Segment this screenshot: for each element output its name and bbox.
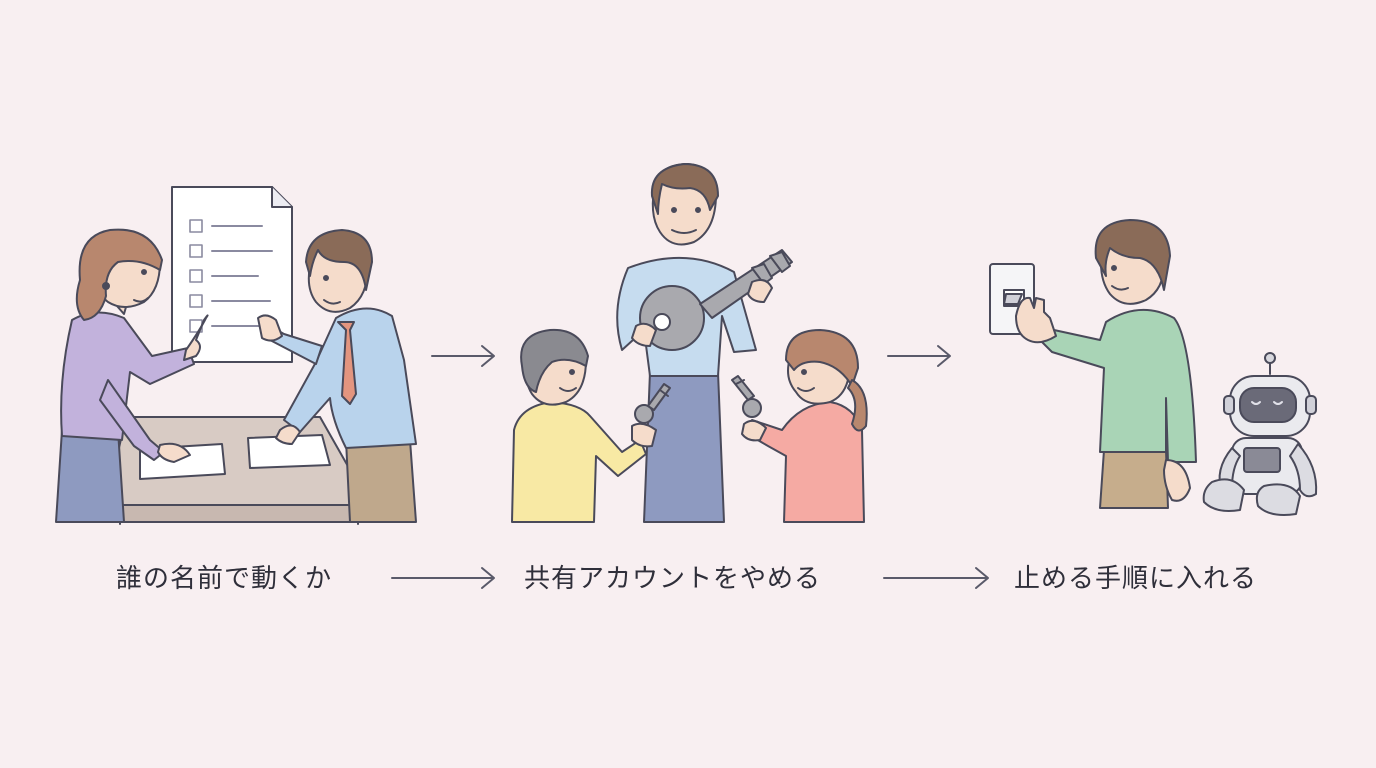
scene-1-planning [55, 186, 417, 525]
big-key-icon [631, 249, 793, 351]
small-key-icon [731, 375, 762, 418]
small-key-icon [634, 383, 671, 424]
robot-icon [1202, 352, 1318, 516]
scene-3-stop [989, 219, 1318, 516]
scene-arrow-1-icon [431, 345, 495, 367]
caption-arrow-2-icon [883, 567, 989, 589]
step-label-who-acts: 誰の名前で動くか [116, 564, 333, 594]
step-label-stop-shared-accounts: 共有アカウントをやめる [524, 564, 822, 594]
boy-figure-icon [511, 328, 657, 523]
scene-arrow-2-icon [887, 345, 951, 367]
table [105, 416, 371, 525]
man-with-big-key-figure-icon [616, 163, 757, 523]
caption-arrow-1-icon [391, 567, 495, 589]
man-pressing-switch-figure-icon [1015, 219, 1197, 509]
scene-2-keys [511, 163, 868, 523]
girl-figure-icon [741, 329, 868, 523]
man-with-tie-figure-icon [257, 229, 417, 523]
woman-figure-icon [55, 228, 209, 523]
step-label-add-to-stop-procedure: 止める手順に入れる [1014, 564, 1258, 594]
